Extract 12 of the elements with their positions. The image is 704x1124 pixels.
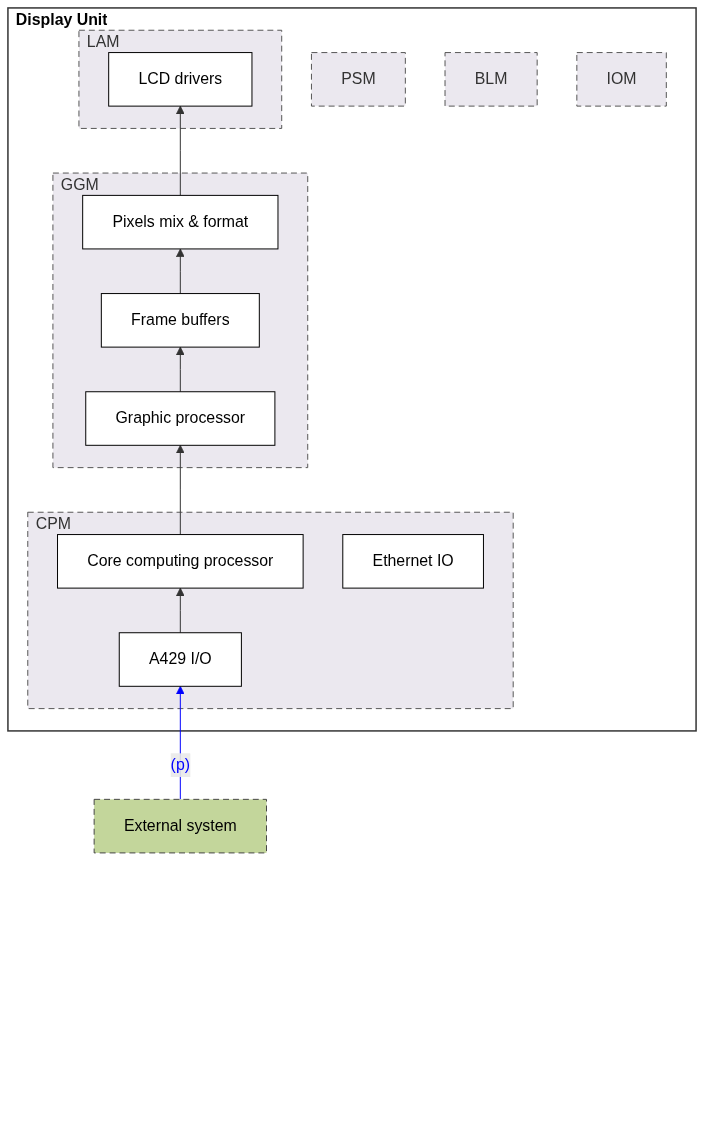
node-box: Graphic processor	[85, 391, 276, 446]
node-box: A429 I/O	[118, 632, 242, 687]
node-box: Core computing processor	[57, 534, 304, 589]
node-box: IOM	[576, 52, 667, 107]
node-box: BLM	[444, 52, 538, 107]
node-box: Ethernet IO	[342, 534, 484, 589]
node-box: Pixels mix & format	[82, 194, 279, 250]
node-box: Frame buffers	[100, 293, 260, 348]
node-box: External system	[93, 798, 267, 854]
edge-label: (p)	[170, 756, 191, 774]
node-box: PSM	[310, 52, 406, 107]
node-box: LCD drivers	[108, 52, 253, 107]
